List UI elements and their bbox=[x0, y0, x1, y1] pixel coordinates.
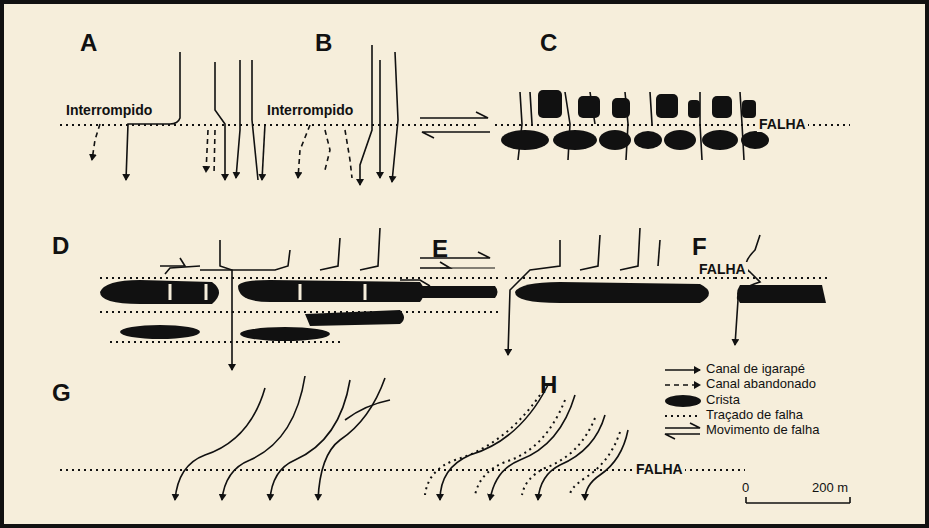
scale-label: 0 bbox=[742, 481, 749, 495]
fault-label: FALHA bbox=[757, 117, 808, 132]
fault-label: FALHA bbox=[697, 262, 748, 277]
panel-letter: F bbox=[692, 234, 707, 260]
panel-letter: B bbox=[315, 30, 332, 56]
panel-letter: C bbox=[540, 30, 557, 56]
legend-text: Canal abandonado bbox=[706, 377, 816, 391]
panel-letter: E bbox=[432, 236, 448, 262]
legend-text: Crista bbox=[706, 393, 740, 407]
fault-label: FALHA bbox=[634, 462, 685, 477]
panel-letter: G bbox=[52, 380, 71, 406]
scale-label: 200 m bbox=[812, 481, 848, 495]
panel-letter: D bbox=[52, 233, 69, 259]
annotation-text: Interrompido bbox=[267, 103, 353, 118]
legend-text: Canal de igarapé bbox=[706, 362, 805, 376]
panel-letter: H bbox=[540, 372, 557, 398]
legend-text: Movimento de falha bbox=[706, 423, 819, 437]
legend-text: Traçado de falha bbox=[706, 408, 803, 422]
panel-letter: A bbox=[80, 30, 97, 56]
annotation-text: Interrompido bbox=[66, 103, 152, 118]
